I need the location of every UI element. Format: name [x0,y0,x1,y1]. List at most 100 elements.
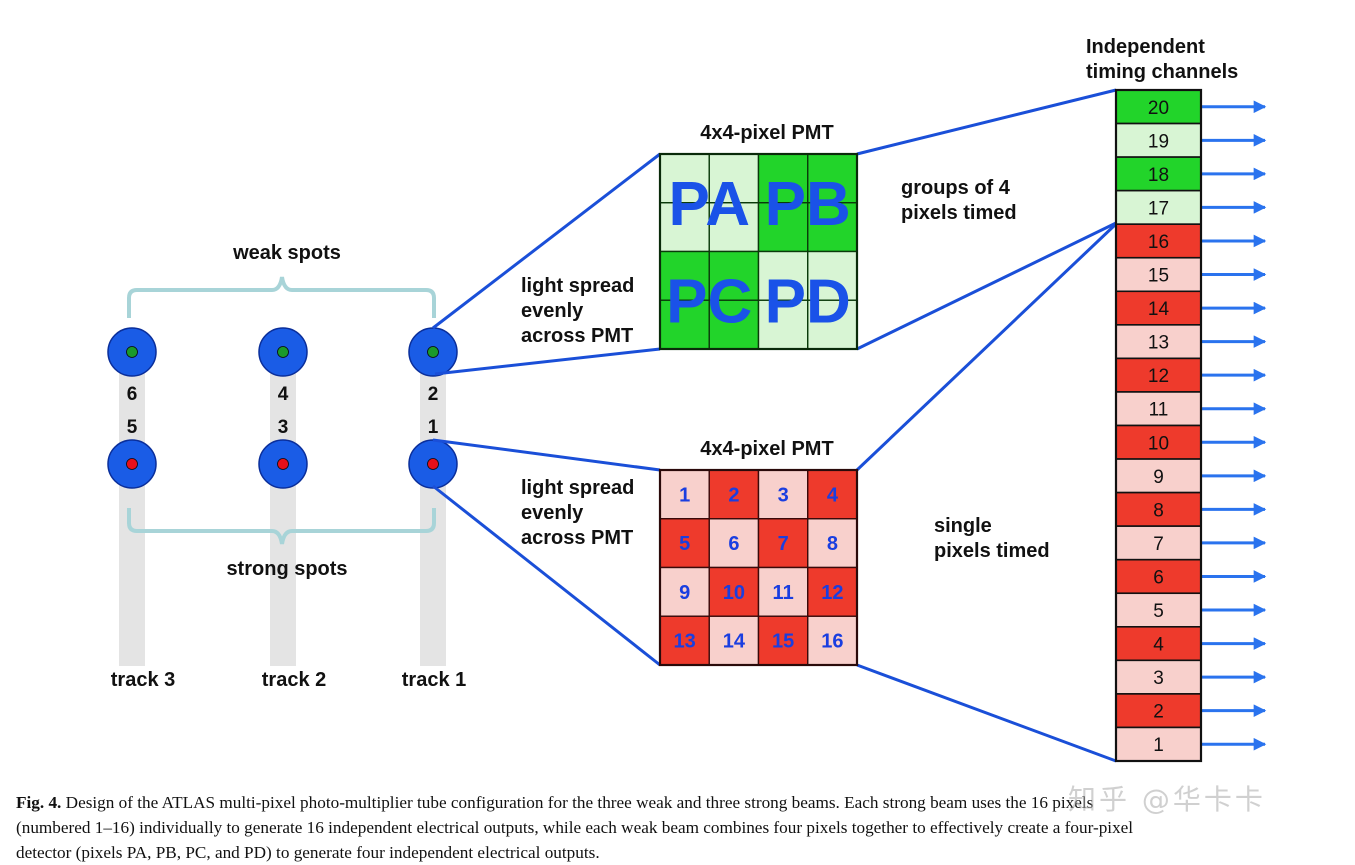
channel-cell [1115,89,1202,125]
pixel-number: 15 [772,631,794,653]
watermark: 知乎 @华卡卡 [1068,783,1266,816]
weak-spot-number: 2 [428,384,439,405]
weak-pmt-pixel [708,202,760,253]
strong-spot-dot [277,458,289,470]
channel-number: 16 [1148,232,1169,253]
track-2-bar [270,356,296,666]
strong-spot-dot [126,458,138,470]
channel-cell [1115,625,1202,662]
figure-caption: Fig. 4. Design of the ATLAS multi-pixel … [16,790,1352,865]
weak-pmt-pixel [757,299,809,350]
light-spread-top-label: light spread evenly across PMT [521,275,640,347]
channel-number: 1 [1153,735,1164,756]
strong-connector-line [432,438,661,472]
channel-connector-line [856,221,1117,351]
pmt-configuration-diagram: weak spots strong spots 6 5 4 3 2 1 trac… [107,36,1267,763]
weak-spot-dot [126,346,138,358]
pixel-number: 2 [728,484,739,506]
channel-connector-line [856,663,1117,763]
pixel-number: 7 [778,533,789,555]
channel-number: 8 [1153,500,1164,521]
weak-spot-dot [427,346,439,358]
pixel-number: 13 [674,631,696,653]
pixel-number: 4 [827,484,839,506]
channel-cell [1115,357,1202,393]
strong-spots-bracket [127,508,436,545]
channel-number: 3 [1153,668,1164,689]
channel-number: 6 [1153,567,1164,588]
caption-text: Design of the ATLAS multi-pixel photo-mu… [65,793,1094,812]
weak-pmt-pixel [807,299,858,350]
channel-number: 12 [1148,366,1169,387]
channel-cell [1115,458,1202,494]
track-1-label: track 1 [402,669,467,691]
label-line: pixels timed [901,202,1017,224]
label-line: groups of 4 [901,177,1011,199]
pmt-top-title: 4x4-pixel PMT [700,122,833,144]
track-2-label: track 2 [262,669,327,691]
track-3-label: track 3 [111,669,176,691]
pixel-number: 8 [827,533,838,555]
channel-cell [1115,693,1202,729]
groups-timed-label: groups of 4 pixels timed [901,177,1017,224]
pixel-number: 3 [778,484,789,506]
pixel-number: 10 [723,582,745,604]
pixel-number: 6 [728,533,739,555]
weak-pmt-pixel [757,202,809,253]
channel-cell [1115,391,1202,427]
strong-spot-number: 5 [127,417,138,438]
pixel-group-label: PD [765,267,851,336]
pixel-group-label: PB [765,170,851,239]
pixel-number: 14 [723,631,746,653]
channel-number: 18 [1148,165,1169,186]
label-line: light spread [521,477,634,499]
channel-number: 14 [1148,299,1170,320]
caption-line: Fig. 4. Design of the ATLAS multi-pixel … [16,790,1352,815]
weak-pmt-pixel [708,299,760,350]
weak-pmt-border [658,152,859,351]
channel-cell [1115,156,1202,192]
label-line: single [934,515,992,537]
spot-numbers: 6 5 4 3 2 1 [127,384,439,438]
channel-column-border [1114,88,1203,763]
caption-fig-label: Fig. 4. [16,793,62,812]
strong-pmt-pixel [757,518,809,569]
channel-number: 19 [1148,131,1169,152]
channel-number: 17 [1148,198,1169,219]
pixel-group-label: PA [668,170,750,239]
weak-connector-line [432,152,661,330]
channel-cell [1115,324,1202,360]
tracks [119,356,446,666]
strong-pmt-border [658,468,859,667]
channel-number: 9 [1153,467,1164,488]
channel-number: 5 [1153,601,1164,622]
single-timed-label: single pixels timed [934,515,1050,562]
pixel-number: 5 [679,533,690,555]
pixel-number: 9 [679,582,690,604]
label-line: timing channels [1086,61,1238,83]
strong-pmt-pixel [757,469,809,520]
channel-number: 7 [1153,534,1164,555]
weak-spot-dot [277,346,289,358]
weak-pmt-pixel [659,299,710,350]
channel-number: 11 [1149,400,1169,421]
pmt-bottom-title: 4x4-pixel PMT [700,438,833,460]
label-line: Independent [1086,36,1205,58]
pixel-number: 11 [773,582,794,604]
strong-spot-dot [427,458,439,470]
channel-number: 13 [1148,333,1169,354]
strong-pmt-pixel [659,469,710,520]
strong-pmt-pixel [807,518,858,569]
channel-number: 10 [1148,433,1169,454]
label-line: light spread [521,275,634,297]
caption-line: detector (pixels PA, PB, PC, and PD) to … [16,843,600,862]
weak-connector-line [434,347,661,376]
label-line: across PMT [521,325,633,347]
weak-pmt-pixel [807,250,858,301]
strong-connector-line [432,484,661,667]
weak-spot-number: 4 [278,384,289,405]
label-line: pixels timed [934,540,1050,562]
strong-spots-label: strong spots [226,558,347,580]
